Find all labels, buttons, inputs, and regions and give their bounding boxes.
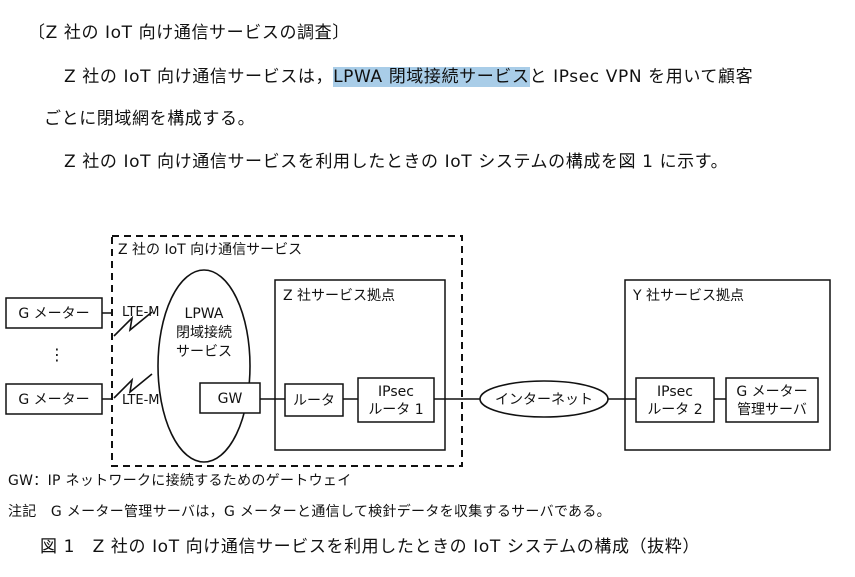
router-box [284,383,344,417]
z-base-label: Z 社サービス拠点 [283,288,395,304]
g-meter-server-box [725,377,819,423]
z-base-box [274,279,446,451]
wireless-zigzag-top [113,311,153,337]
g-meter-box-bottom [5,383,103,415]
g-meter-box-top [5,297,103,329]
gw-note: GW：IP ネットワークに接続するためのゲートウェイ [8,473,352,489]
highlighted-term: LPWA 閉域接続サービス [333,67,530,87]
g-meter-label-bottom: G メーター [18,392,89,408]
internet-label: インターネット [495,392,593,408]
remark-note: 注記 G メーター管理サーバは，G メーターと通信して検針データを収集するサーバ… [8,504,611,520]
section-heading: 〔Z 社の IoT 向け通信サービスの調査〕 [28,23,350,43]
ipsec-router-2-line-1: IPsec [657,384,693,400]
paragraph-1-line-1: Z 社の IoT 向け通信サービスは，LPWA 閉域接続サービスと IPsec … [64,66,753,88]
lpwa-label-line-1: LPWA [185,306,224,322]
paragraph-2: Z 社の IoT 向け通信サービスを利用したときの IoT システムの構成を図 … [64,152,729,172]
g-meter-server-line-1: G メーター [736,384,807,400]
paragraph-1-text-after: と IPsec VPN を用いて顧客 [529,67,754,87]
ipsec-router-1-line-1: IPsec [378,384,414,400]
ipsec-router-1-line-2: ルータ 1 [368,402,423,418]
ipsec-router-2-box [635,377,715,423]
z-service-boundary [111,235,463,467]
lte-label-bottom: LTE-M [122,393,160,408]
z-service-label: Z 社の IoT 向け通信サービス [118,242,302,258]
ipsec-router-1-box [357,377,435,423]
g-meter-server-line-2: 管理サーバ [737,402,807,418]
lpwa-label-line-3: サービス [176,344,232,360]
ipsec-router-2-line-2: ルータ 2 [647,402,702,418]
gw-box [199,382,261,414]
figure-caption: 図 1 Z 社の IoT 向け通信サービスを利用したときの IoT システムの構… [40,537,700,557]
wireless-zigzag-bottom [113,373,153,399]
gw-label: GW [218,391,243,407]
paragraph-1-text-before: Z 社の IoT 向け通信サービスは， [64,67,334,87]
lte-label-top: LTE-M [122,305,160,320]
y-base-label: Y 社サービス拠点 [632,288,744,304]
y-base-box [624,279,831,451]
vertical-ellipsis: ⋮ [49,345,65,364]
lpwa-label-line-2: 閉域接続 [176,324,232,341]
paragraph-1-line-2: ごとに閉域網を構成する。 [44,109,256,129]
router-label: ルータ [293,393,335,409]
g-meter-label-top: G メーター [18,306,89,322]
lpwa-ellipse [157,269,251,463]
